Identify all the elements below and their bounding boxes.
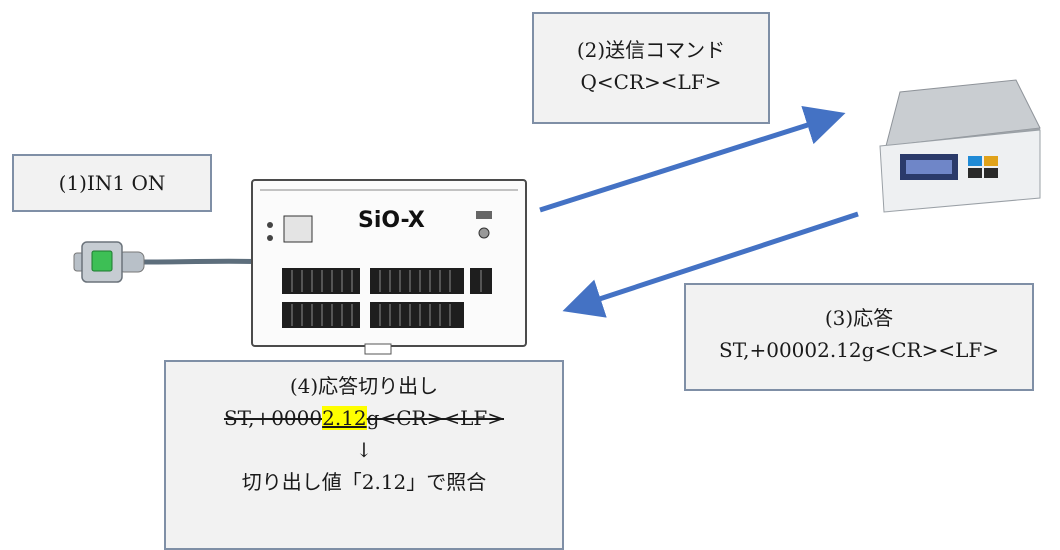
step4-down-arrow: ↓ <box>355 438 373 462</box>
step4-extract-line: ST,+00002.12g<CR><LF> <box>166 402 562 434</box>
diagram-canvas <box>73 79 1041 355</box>
step3-box: (3)応答 ST,+00002.12g<CR><LF> <box>684 283 1034 391</box>
step4-box: (4)応答切り出し ST,+00002.12g<CR><LF> ↓ 切り出し値「… <box>164 360 564 550</box>
step2-box: (2)送信コマンド Q<CR><LF> <box>532 12 770 124</box>
device-name-label: SiO-X <box>358 208 425 233</box>
push-switch-icon <box>73 241 271 283</box>
step3-response: ST,+00002.12g<CR><LF> <box>719 338 999 362</box>
step1-box: (1)IN1 ON <box>12 154 212 212</box>
step2-title: (2)送信コマンド <box>576 38 726 62</box>
step3-title: (3)応答 <box>824 306 894 330</box>
step4-strike-suffix: g<CR><LF> <box>366 406 504 430</box>
response-arrow <box>562 211 859 318</box>
step2-command: Q<CR><LF> <box>580 70 722 94</box>
step1-label: (1)IN1 ON <box>58 171 166 195</box>
sio-x-controller-icon <box>251 179 527 355</box>
digital-scale-icon <box>879 79 1041 213</box>
step4-compare-text: 切り出し値「2.12」で照合 <box>241 470 487 494</box>
step4-highlight-value: 2.12 <box>322 406 367 430</box>
send-command-arrow <box>539 106 846 213</box>
step4-strike-prefix: ST,+0000 <box>223 406 323 430</box>
step4-title: (4)応答切り出し <box>289 374 439 398</box>
